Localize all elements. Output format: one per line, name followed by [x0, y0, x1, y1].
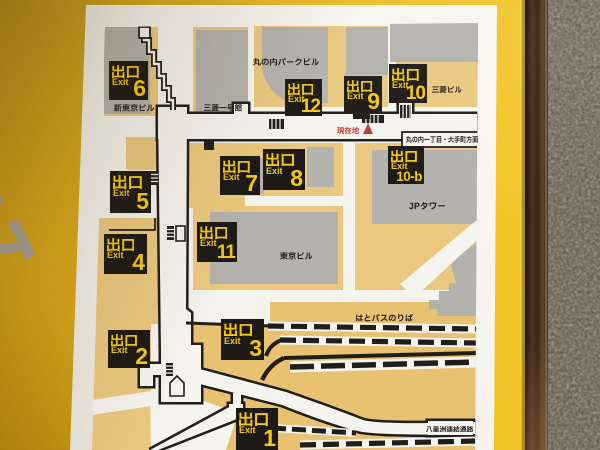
poster-frame	[522, 0, 548, 450]
exit-marker-10-b: 出口 Exit 10-b	[388, 146, 424, 184]
exit-kanji-text: 出口	[344, 76, 345, 77]
label-glyph-tokyobldg	[279, 252, 313, 260]
exit-en-label: Exit	[266, 165, 283, 176]
poster-side-text-partial: ム	[0, 194, 35, 260]
exit-kanji-icon	[200, 225, 228, 240]
exit-marker-10: 出口 Exit 10	[389, 64, 427, 103]
exit-kanji-icon	[224, 322, 252, 337]
exit-kanji-text: 出口	[109, 61, 110, 62]
label-glyph-homen	[406, 136, 478, 143]
exit-en-label: Exit	[239, 425, 256, 436]
exit-kanji-text: 出口	[285, 79, 286, 80]
exit-en-label: Exit	[224, 335, 241, 346]
exit-number: 10-b	[396, 168, 422, 184]
exit-number: 4	[132, 249, 145, 276]
label-glyph-ichigokan	[204, 104, 242, 112]
exit-en-label: Exit	[223, 171, 240, 182]
label-glyph-mitsubishibldg	[432, 85, 462, 93]
exit-number: 3	[249, 335, 262, 362]
exit-number: 1	[263, 425, 276, 450]
exit-en-label: Exit	[391, 161, 408, 172]
exit-marker-8: 出口 Exit 8	[263, 149, 305, 190]
exit-number: 10	[405, 82, 426, 104]
label-glyph-jptower	[408, 202, 446, 210]
building-label-shintokyo: 新東京ビル	[113, 104, 155, 112]
stairs-icons	[151, 105, 411, 397]
exit-en-label: Exit	[112, 76, 129, 87]
exit-number: 5	[136, 188, 149, 215]
exit-number: 7	[245, 170, 258, 197]
exit-kanji-text: 出口	[263, 149, 264, 150]
exit-number: 8	[290, 165, 303, 192]
exit-number: 9	[367, 88, 380, 115]
building-label-parkbldg: 丸の内パークビル	[253, 58, 319, 66]
exit-kanji-icon	[113, 174, 142, 189]
building-label-hatobus: はとバスのりば	[355, 314, 413, 322]
label-glyph-hatobus	[355, 314, 413, 322]
label-glyph-genzaichi	[337, 127, 359, 134]
exit-marker-12: 出口 Exit 12	[285, 79, 322, 116]
exit-marker-6: 出口 Exit 6	[109, 61, 148, 100]
exit-en-label: Exit	[288, 93, 305, 104]
direction-sign-label: 丸の内一丁目・大手町方面	[406, 136, 478, 143]
exit-kanji-text: 出口	[236, 408, 237, 409]
building-label-yaesu: 八重洲連結通路	[426, 425, 474, 433]
exit-kanji-text: 出口	[110, 171, 111, 172]
current-location-marker: 現在地	[337, 127, 359, 134]
building-label-tokyobldg: 東京ビル	[279, 252, 313, 260]
exit-en-label: Exit	[392, 79, 409, 90]
exit-number: 11	[216, 241, 236, 263]
label-glyph-shintokyo	[113, 104, 155, 112]
label-glyph-yaesu	[426, 425, 474, 433]
exit-marker-2: 出口 Exit 2	[108, 330, 150, 368]
building-label-mitsubishibldg: 三菱ビル	[432, 85, 462, 93]
exit-en-label: Exit	[200, 238, 217, 249]
exit-number: 12	[300, 95, 321, 117]
exit-en-label: Exit	[111, 345, 128, 356]
exit-kanji-icon	[239, 411, 268, 426]
exit-marker-7: 出口 Exit 7	[220, 156, 260, 195]
exit-kanji-text: 出口	[197, 222, 198, 223]
exit-marker-11: 出口 Exit 11	[197, 222, 237, 262]
label-glyph-parkbldg	[253, 58, 319, 66]
exit-kanji-text: 出口	[220, 156, 221, 157]
direction-sign-box	[401, 131, 478, 148]
exit-kanji-text: 出口	[388, 146, 389, 147]
current-location-triangle-icon	[363, 123, 373, 134]
exit-number: 2	[135, 343, 148, 370]
exit-number: 6	[133, 75, 146, 102]
exit-en-label: Exit	[113, 188, 130, 199]
label-glyph-mu	[0, 196, 35, 260]
exit-kanji-icon	[107, 237, 135, 252]
exit-kanji-text: 出口	[389, 64, 390, 65]
exit-marker-1: 出口 Exit 1	[236, 408, 278, 450]
exit-kanji-icon	[392, 67, 419, 81]
exit-marker-9: 出口 Exit 9	[344, 76, 382, 113]
building-label-ichigokan: 三菱一号館	[204, 104, 242, 112]
exit-marker-4: 出口 Exit 4	[104, 234, 147, 274]
exit-en-label: Exit	[347, 90, 364, 101]
exit-en-label: Exit	[107, 250, 124, 261]
building-label-jptower: JPタワー	[408, 202, 446, 210]
exit-kanji-text: 出口	[104, 234, 105, 235]
exit-marker-5: 出口 Exit 5	[110, 171, 151, 213]
exit-kanji-text: 出口	[108, 330, 109, 331]
exit-kanji-icon	[266, 152, 294, 167]
exit-marker-3: 出口 Exit 3	[221, 319, 264, 360]
exit-kanji-text: 出口	[221, 319, 222, 320]
